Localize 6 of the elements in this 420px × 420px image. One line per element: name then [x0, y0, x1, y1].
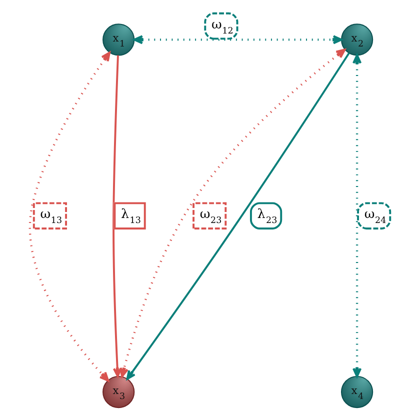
edge-label: ω$_{13}$: [40, 206, 62, 226]
edge-label: λ$_{23}$: [256, 206, 277, 226]
edge-label: ω$_{12}$: [210, 16, 233, 36]
edge-label: ω$_{23}$: [199, 206, 222, 226]
edge-label: λ$_{13}$: [120, 206, 140, 226]
edge-label: ω$_{24}$: [364, 206, 386, 226]
